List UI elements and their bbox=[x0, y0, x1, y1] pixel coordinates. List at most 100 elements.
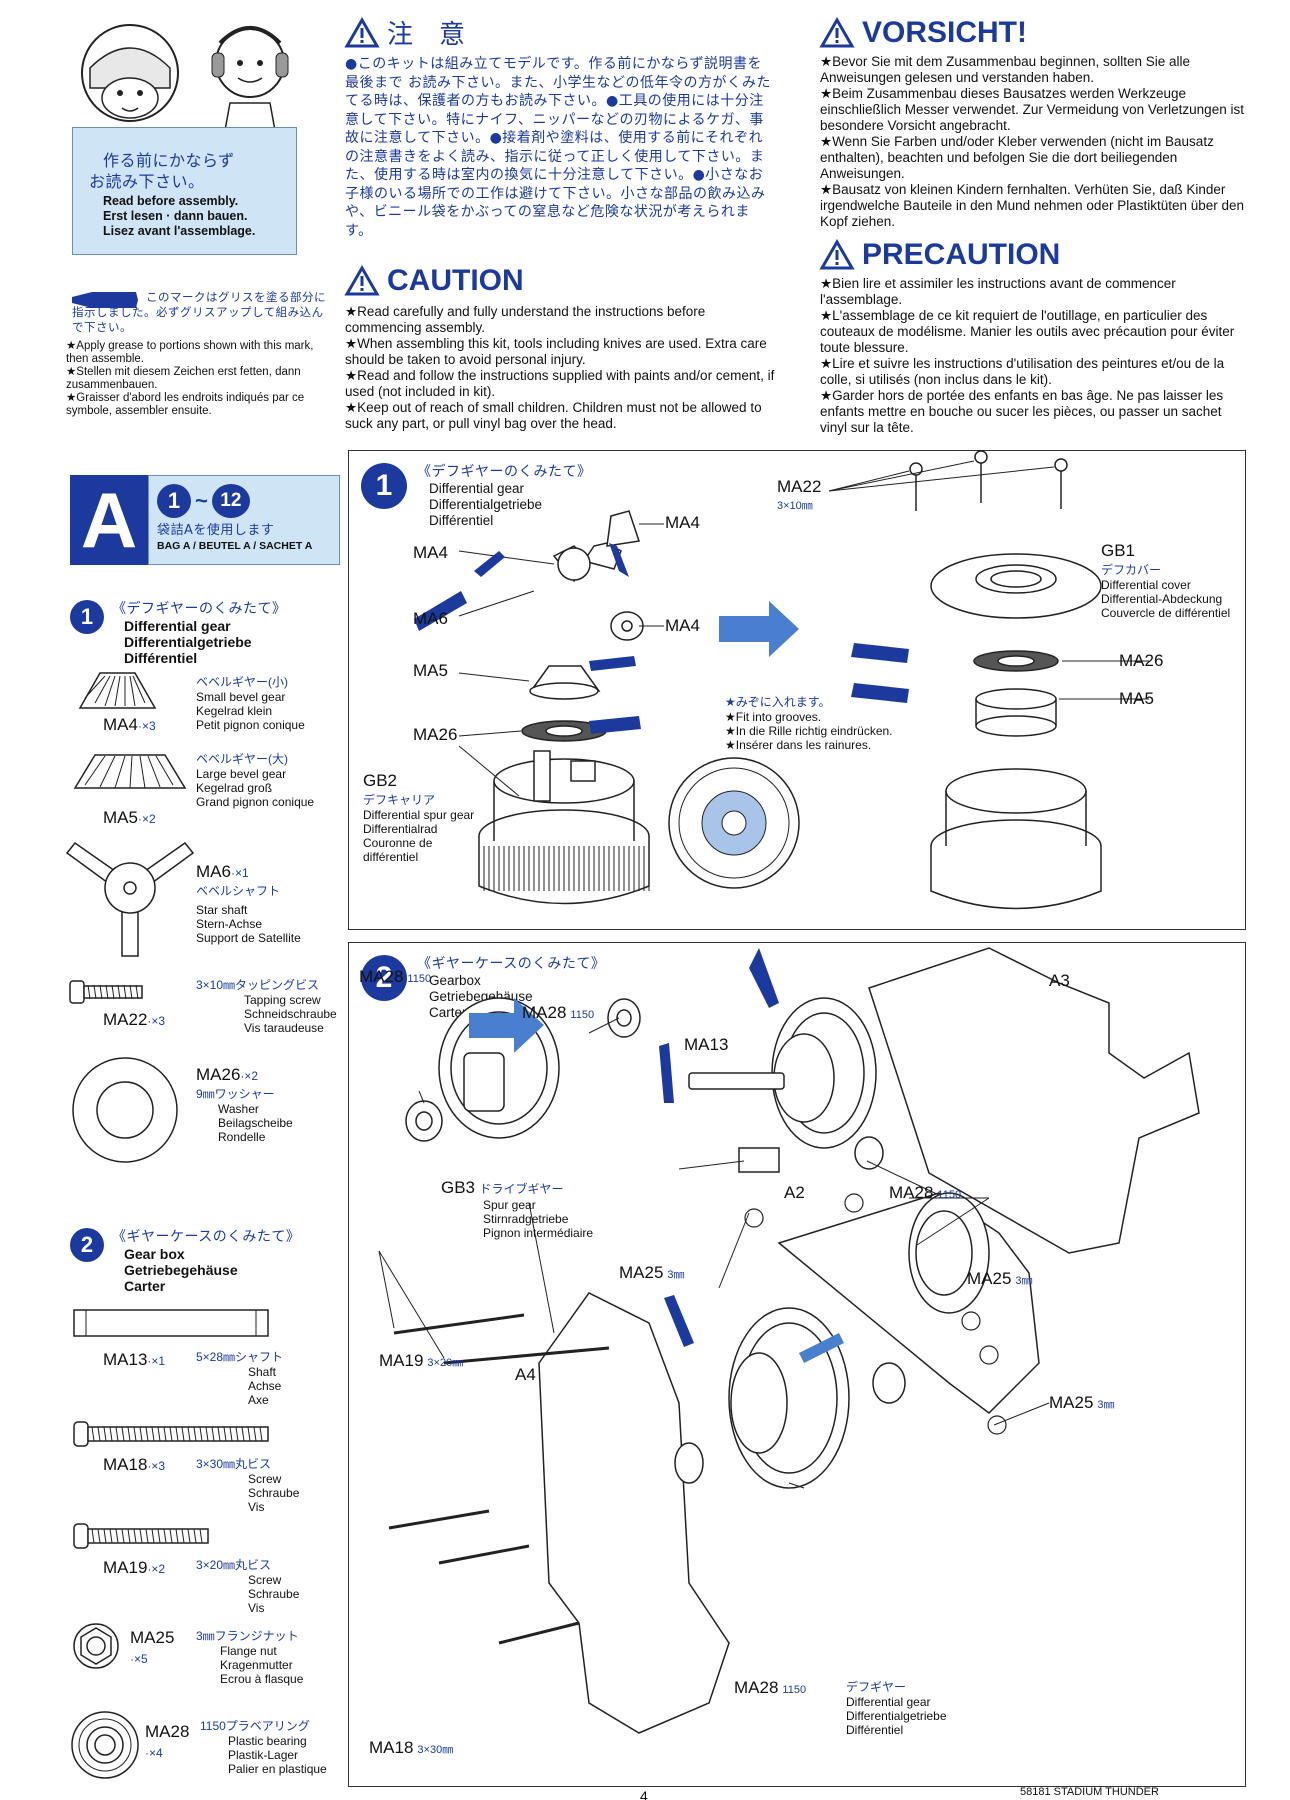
part-de: Kegelrad groß bbox=[196, 781, 273, 795]
tapping-screw-drawing bbox=[69, 980, 143, 1004]
step2-jp: 《ギヤーケースのくみたて》 bbox=[417, 956, 606, 972]
part-fr: Petit pignon conique bbox=[196, 718, 305, 732]
part-en: Screw bbox=[248, 1573, 282, 1587]
parts-step1-num: 1 bbox=[70, 600, 104, 634]
part-jp: ベベルシャフト bbox=[196, 884, 281, 898]
label-gb1: GB1 bbox=[1101, 541, 1136, 560]
groove-note: ★みぞに入れます。 ★Fit into grooves. ★In die Ril… bbox=[725, 693, 893, 752]
part-jp: 3×10㎜タッピングビス bbox=[196, 978, 320, 992]
part-de: Schraube bbox=[248, 1587, 300, 1601]
part-ma6-code: MA6·×1 bbox=[196, 862, 249, 881]
part-en: Plastic bearing bbox=[228, 1734, 307, 1748]
step1-fr: Différentiel bbox=[429, 513, 494, 528]
precaution-item: ★Bien lire et assimiler les instructions… bbox=[820, 276, 1176, 307]
screw-30mm-drawing bbox=[73, 1421, 269, 1447]
parts-step1-de: Differentialgetriebe bbox=[124, 634, 252, 650]
part-ma22-code: MA22·×3 bbox=[103, 1010, 166, 1029]
parts-step2-fr: Carter bbox=[124, 1278, 166, 1294]
gb2-en: Differential spur gear bbox=[363, 808, 475, 822]
part-fr: Grand pignon conique bbox=[196, 795, 315, 809]
read-before-fr: Lisez avant l'assemblage. bbox=[103, 224, 256, 238]
step1-num: 1 bbox=[361, 463, 407, 509]
vorsicht-section: VORSICHT! ★Bevor Sie mit dem Zusammenbau… bbox=[819, 16, 1250, 230]
part-en: Flange nut bbox=[220, 1644, 277, 1658]
gb2-fr: Couronne de bbox=[363, 836, 433, 850]
screw-20mm-drawing bbox=[73, 1523, 209, 1549]
part-ma25-desc: 3㎜フランジナット Flange nut Kragenmutter Ecrou … bbox=[196, 1627, 303, 1686]
label-ma26: MA26 bbox=[1119, 651, 1164, 670]
gb2-label: GB2 デフキャリア Differential spur gear Differ… bbox=[363, 771, 474, 864]
part-ma26-code: MA26·×2 bbox=[196, 1065, 259, 1084]
range-start: 1 bbox=[157, 484, 191, 518]
shaft-drawing bbox=[73, 1309, 269, 1337]
grease-note-de: ★Stellen mit diesem Zeichen erst fetten,… bbox=[66, 366, 301, 391]
part-fr: Support de Satellite bbox=[196, 931, 301, 945]
caution-item: ★When assembling this kit, tools includi… bbox=[345, 336, 767, 367]
flange-nut-drawing bbox=[73, 1623, 119, 1669]
label-a2: A2 bbox=[784, 1183, 805, 1202]
part-jp: 3×30㎜丸ビス bbox=[196, 1457, 272, 1471]
diff-fr: Différentiel bbox=[846, 1723, 904, 1737]
part-ma28-code: MA28·×4 bbox=[145, 1722, 190, 1760]
groove-de: ★In die Rille richtig eindrücken. bbox=[725, 724, 893, 738]
part-jp: 5×28㎜シャフト bbox=[196, 1350, 284, 1364]
section-letter: A bbox=[70, 475, 148, 565]
grease-note-fr: ★Graisser d'abord les endroits indiqués … bbox=[66, 392, 305, 417]
gb3-en: Spur gear bbox=[483, 1198, 536, 1212]
gb3-label: GB3 ドライブギヤー Spur gear Stirnradgetriebe P… bbox=[441, 1178, 593, 1240]
step1-de: Differentialgetriebe bbox=[429, 497, 543, 512]
step1-illustration bbox=[414, 450, 1149, 910]
part-fr: Vis bbox=[248, 1601, 265, 1615]
groove-jp: ★みぞに入れます。 bbox=[725, 695, 831, 709]
ma22-label: MA22 3×10㎜ bbox=[777, 477, 821, 513]
label-a4: A4 bbox=[515, 1365, 536, 1384]
gb1-label: GB1 デフカバー Differential cover Differentia… bbox=[1101, 541, 1230, 620]
part-ma25-code: MA25·×5 bbox=[130, 1628, 175, 1666]
step2-panel: 2 《ギヤーケースのくみたて》 Gearbox Getriebegehäuse … bbox=[348, 942, 1246, 1787]
groove-en: ★Fit into grooves. bbox=[725, 710, 822, 724]
label-ma13: MA13 bbox=[684, 1035, 729, 1054]
gb1-en: Differential cover bbox=[1101, 578, 1191, 592]
parts-step1-header: 1 《デフギヤーのくみたて》 Differential gear Differe… bbox=[70, 600, 287, 666]
plastic-bearing-drawing bbox=[71, 1711, 139, 1779]
part-ma5-desc: ベベルギヤー(大) Large bevel gear Kegelrad groß… bbox=[196, 750, 314, 809]
grease-mark-icon bbox=[72, 290, 142, 315]
part-fr: Palier en plastique bbox=[228, 1762, 327, 1776]
parts-step2-num: 2 bbox=[70, 1228, 104, 1262]
ma22-size: 3×10㎜ bbox=[777, 500, 813, 512]
vorsicht-item: ★Wenn Sie Farben und/oder Kleber verwend… bbox=[820, 134, 1214, 181]
caution-heading: CAUTION bbox=[344, 264, 775, 298]
label-ma5: MA5 bbox=[413, 661, 448, 680]
jp-warning-text: ●このキットは組み立てモデルです。作る前にかならず説明書を最後まで お読み下さい… bbox=[345, 56, 772, 239]
gb3-de: Stirnradgetriebe bbox=[483, 1212, 569, 1226]
grease-note-en: ★Apply grease to portions shown with thi… bbox=[66, 340, 314, 365]
read-before-panel: 作る前にかならず お読み下さい。 Read before assembly. E… bbox=[72, 127, 297, 255]
gb2-fr: différentiel bbox=[363, 850, 419, 864]
vorsicht-item: ★Beim Zusammenbau dieses Bausatzes werde… bbox=[820, 86, 1244, 133]
caution-item: ★Read and follow the instructions suppli… bbox=[345, 368, 775, 399]
part-jp: 3㎜フランジナット bbox=[196, 1629, 299, 1643]
precaution-heading: PRECAUTION bbox=[819, 238, 1250, 272]
part-fr: Vis bbox=[248, 1500, 265, 1514]
label-ma4: MA4 bbox=[665, 616, 700, 635]
jp-warning-title: 注 意 bbox=[387, 20, 466, 50]
step2-header: 2 《ギヤーケースのくみたて》 Gearbox Getriebegehäuse … bbox=[361, 955, 605, 1021]
part-ma19-code: MA19·×2 bbox=[103, 1558, 166, 1577]
caution-item: ★Keep out of reach of small children. Ch… bbox=[345, 400, 762, 431]
gb1-jp: デフカバー bbox=[1101, 563, 1162, 577]
read-before-en: Read before assembly. bbox=[103, 194, 239, 208]
part-de: Stern-Achse bbox=[196, 917, 263, 931]
bag-jp: 袋詰Aを使用します bbox=[157, 523, 275, 538]
gb2-jp: デフキャリア bbox=[363, 793, 436, 807]
part-de: Beilagscheibe bbox=[218, 1116, 293, 1130]
caution-title: CAUTION bbox=[387, 264, 524, 297]
part-fr: Ecrou à flasque bbox=[220, 1672, 304, 1686]
parts-step2-header: 2 《ギヤーケースのくみたて》 Gear box Getriebegehäuse… bbox=[70, 1228, 300, 1294]
precaution-title: PRECAUTION bbox=[862, 238, 1061, 271]
label-ma4: MA4 bbox=[413, 543, 448, 562]
vorsicht-item: ★Bausatz von kleinen Kindern fernhalten.… bbox=[820, 182, 1245, 229]
